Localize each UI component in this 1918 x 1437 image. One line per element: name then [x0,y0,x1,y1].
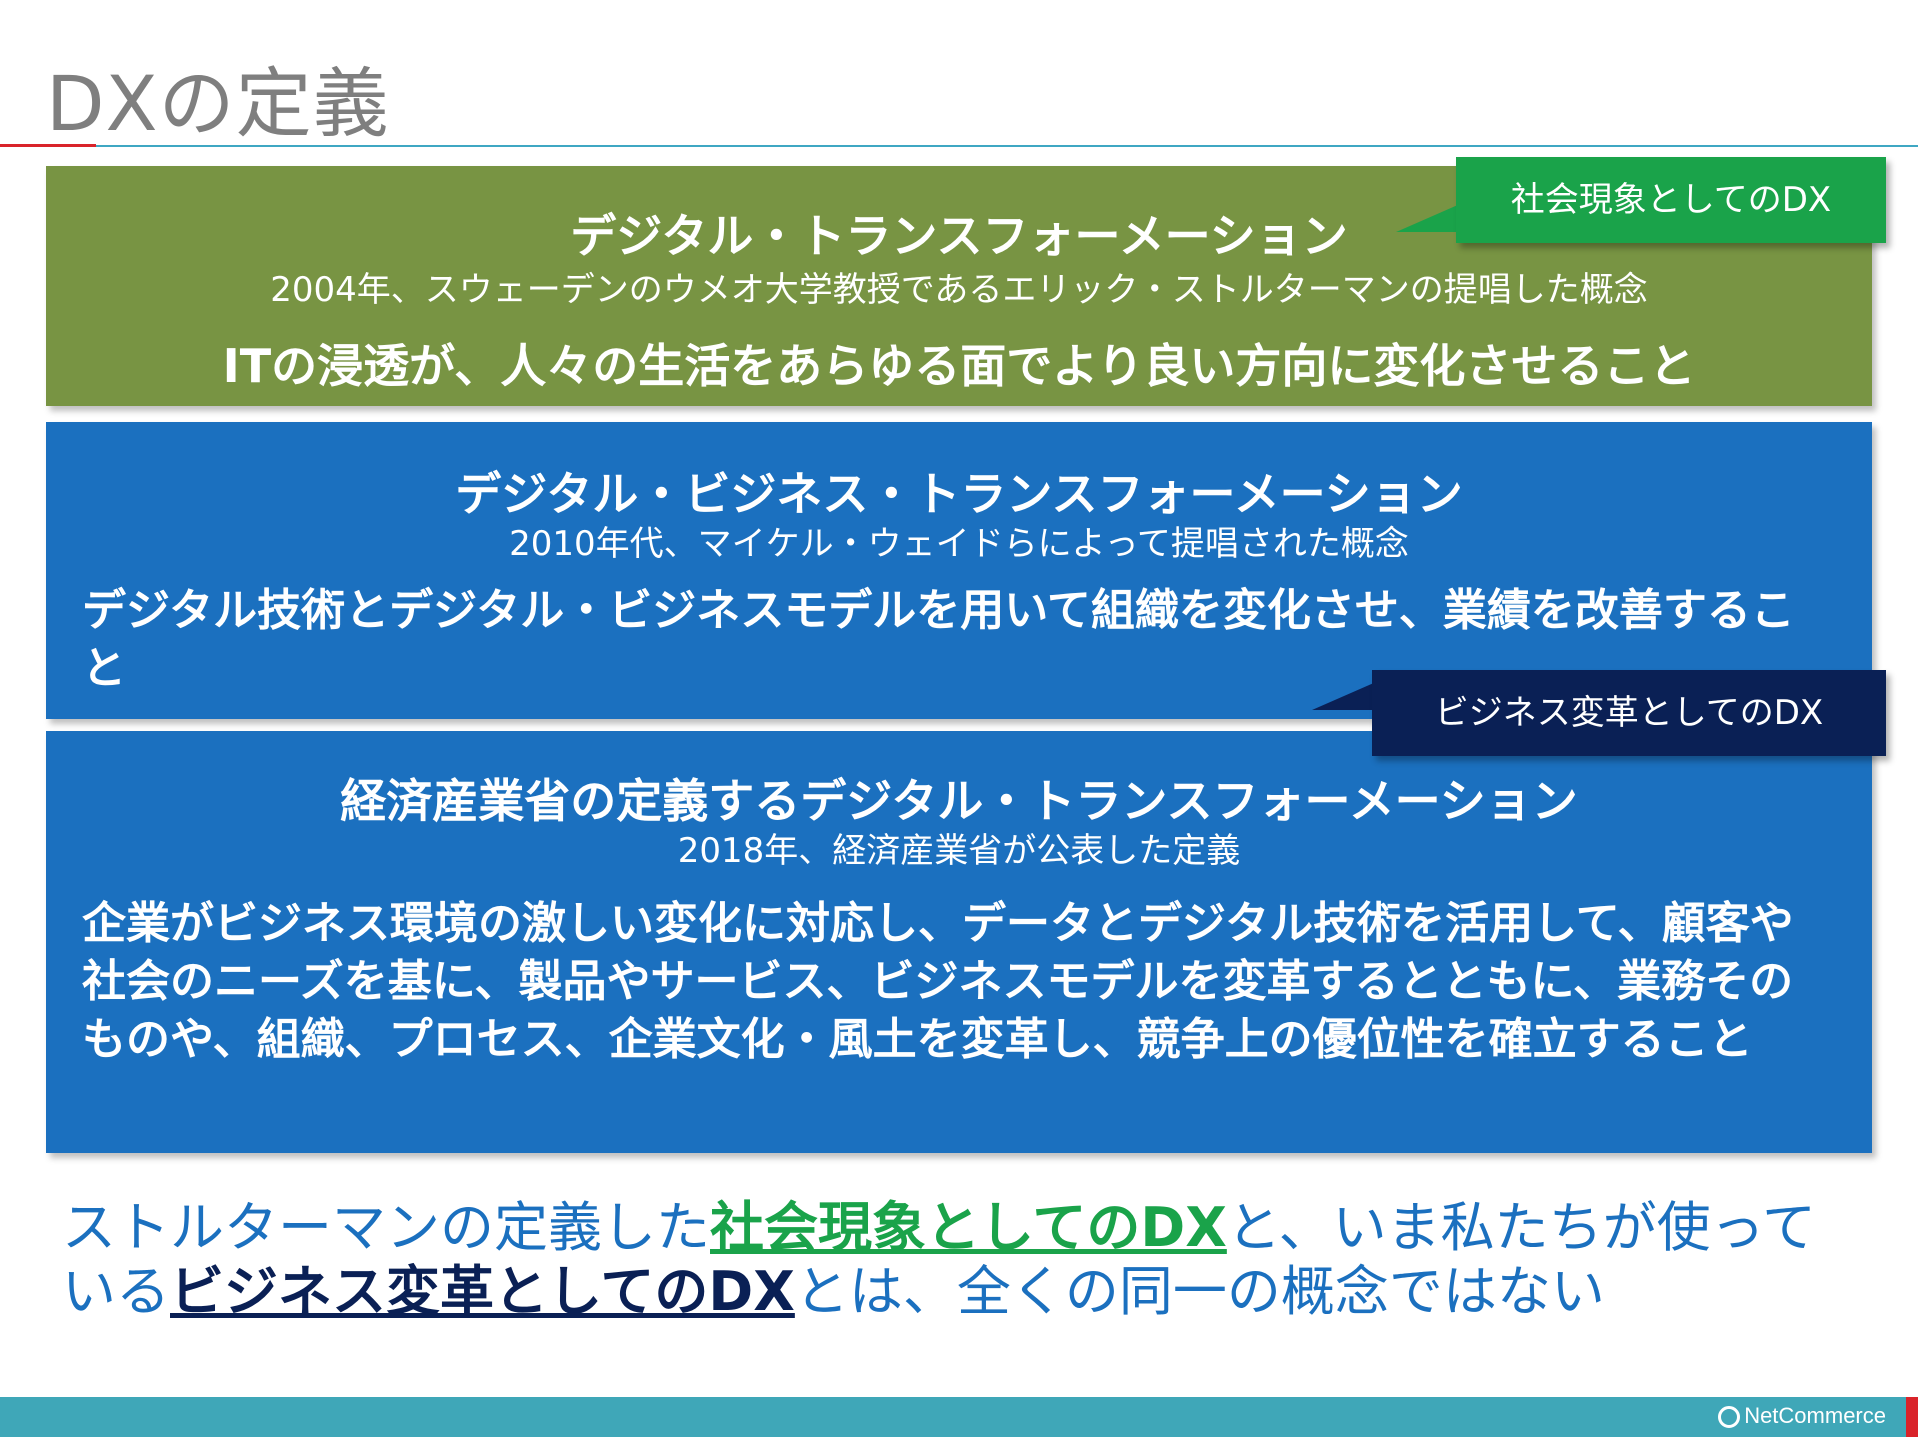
netcommerce-logo-icon [1718,1406,1741,1429]
box-subtitle: 2004年、スウェーデンのウメオ大学教授であるエリック・ストルターマンの提唱した… [270,270,1648,310]
callout-tail-navy [1312,682,1376,710]
definition-box-wade: デジタル・ビジネス・トランスフォーメーション 2010年代、マイケル・ウェイドら… [46,422,1872,719]
conclusion-text: ストルターマンの定義した社会現象としてのDXと、いま私たちが使っているビジネス変… [62,1196,1862,1324]
box-definition: 企業がビジネス環境の激しい変化に対応し、データとデジタル技術を活用して、顧客や社… [82,898,1794,1065]
footer-bar: NetCommerce [0,1397,1918,1437]
callout-social-dx: 社会現象としてのDX [1456,157,1886,243]
conclusion-part: とは、全くの同一の概念ではない [794,1260,1605,1323]
box-heading: デジタル・トランスフォーメーション [570,209,1348,263]
box-subtitle: 2018年、経済産業省が公表した定義 [677,831,1241,871]
definition-box-meti: 経済産業省の定義するデジタル・トランスフォーメーション 2018年、経済産業省が… [46,731,1872,1153]
callout-business-dx: ビジネス変革としてのDX [1372,670,1886,756]
footer-logo: NetCommerce [1718,1403,1886,1429]
footer-logo-text: NetCommerce [1744,1403,1886,1428]
conclusion-part: ストルターマンの定義した [62,1196,710,1259]
conclusion-part: と、いま私たちが使っている [62,1196,1816,1323]
title-rule-accent [0,144,96,147]
box-definition: デジタル技術とデジタル・ビジネスモデルを用いて組織を変化させ、業績を改善すること [82,585,1795,694]
title-rule [96,145,1918,147]
box-heading: 経済産業省の定義するデジタル・トランスフォーメーション [340,774,1578,828]
box-heading: デジタル・ビジネス・トランスフォーメーション [455,467,1463,521]
callout-tail-green [1396,204,1460,232]
box-definition: ITの浸透が、人々の生活をあらゆる面でより良い方向に変化させること [222,339,1696,393]
box-subtitle: 2010年代、マイケル・ウェイドらによって提唱された概念 [509,524,1409,564]
highlight-social-dx: 社会現象としてのDX [710,1196,1227,1259]
footer-accent [1906,1397,1918,1437]
page-title: DXの定義 [46,59,390,148]
highlight-business-dx: ビジネス変革としてのDX [170,1260,795,1323]
